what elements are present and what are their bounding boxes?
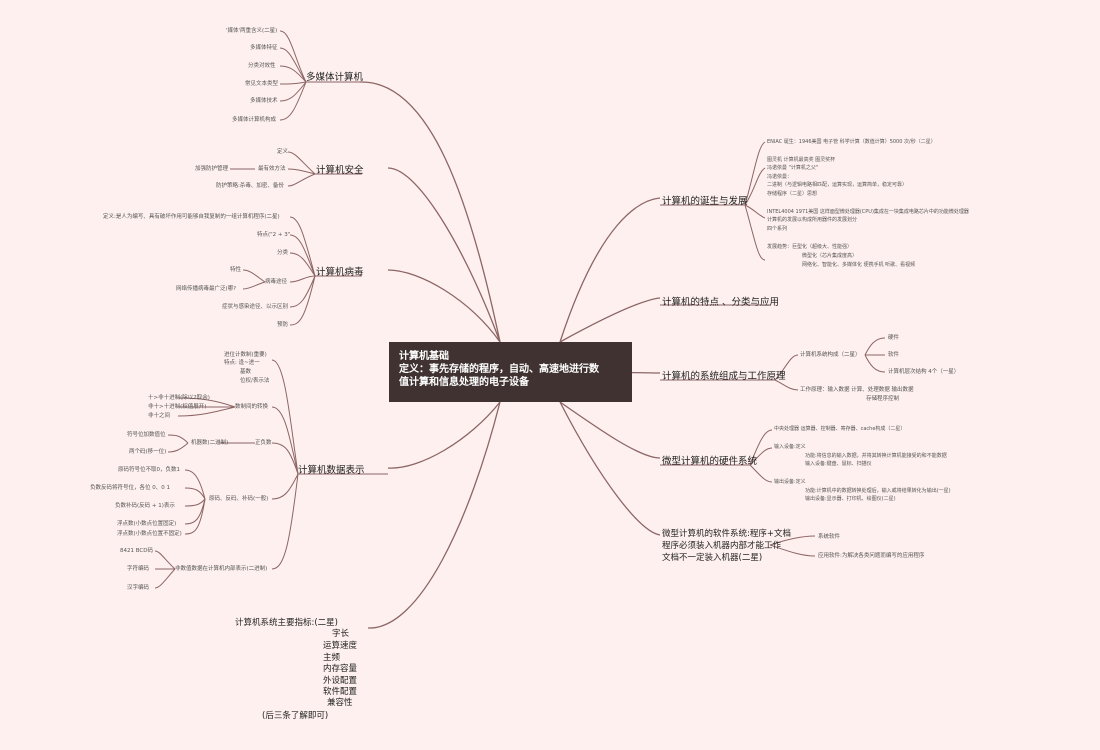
leaf-node[interactable]: 功能:计算机中的数据转换处理后，输入或将结果转化为输出(一星)	[805, 488, 951, 494]
leaf-node[interactable]: 输出设备:显示器、打印机、绘图仪(二星)	[805, 496, 896, 502]
leaf-node[interactable]: 常见文本类型	[245, 81, 279, 87]
leaf-node[interactable]: 发展趋势：巨型化（超级大、性能强）	[767, 244, 853, 250]
branch-features[interactable]: 计算机的特点 、分类与应用	[662, 297, 780, 308]
leaf-node[interactable]: 非十>十进制(权值展开)	[148, 404, 207, 410]
leaf-node[interactable]: 微型化（芯片集成度高）	[802, 253, 858, 259]
leaf-node[interactable]: 网络传播病毒最广泛(哪?	[176, 286, 237, 292]
indicator-item: 字长	[332, 629, 350, 639]
branch-virus[interactable]: 计算机病毒	[316, 267, 364, 278]
leaf-node[interactable]: 输出设备:定义	[774, 479, 806, 485]
center-title: 计算机基础	[399, 351, 449, 362]
leaf-node[interactable]: 定义	[277, 149, 289, 155]
leaf-node[interactable]: 系统软件	[818, 534, 841, 540]
leaf-node[interactable]: 汉字编码	[127, 585, 150, 591]
leaf-node[interactable]: 分类	[277, 250, 289, 256]
leaf-node[interactable]: 四个系列	[767, 226, 788, 232]
branch-software-line[interactable]: 程序必须装入机器内部才能工作	[662, 541, 782, 551]
leaf-node[interactable]: 加强防护管理	[195, 166, 229, 172]
leaf-node[interactable]: 多媒体特征	[250, 45, 278, 51]
leaf-node[interactable]: 8421 BCD码	[120, 548, 153, 554]
leaf-node[interactable]: 机器数(二进制)	[191, 440, 229, 446]
branch-birth-development[interactable]: 计算机的诞生与发展	[662, 196, 748, 207]
branch-system-composition[interactable]: 计算机的系统组成与工作原理	[662, 371, 786, 382]
leaf-node[interactable]: 预防	[277, 322, 289, 328]
leaf-node[interactable]: 存储程序控制	[866, 396, 900, 402]
leaf-node[interactable]: 网络化、智能化、多媒体化 便携手机 听歌、看视频	[802, 262, 916, 268]
leaf-node[interactable]: 分类对效性	[248, 63, 276, 69]
leaf-node[interactable]: 负数反码将符号位，各位 0、0 1	[90, 485, 170, 491]
leaf-node[interactable]: 浮点数(小数点位置不固定)	[117, 531, 182, 537]
leaf-node[interactable]: 存储程序（二星）思想	[767, 191, 818, 197]
leaf-node[interactable]: 进位计数制(重要)	[224, 352, 267, 358]
leaf-node[interactable]: 冯诺依曼：	[767, 174, 793, 180]
leaf-node[interactable]: 计算机层次结构 4个（一星）	[888, 369, 960, 375]
branch-security[interactable]: 计算机安全	[316, 165, 364, 176]
leaf-node[interactable]: 输入设备:键盘、鼠标、扫描仪	[805, 461, 872, 467]
leaf-node[interactable]: 图灵机 计算机最高奖 图灵奖杯	[767, 157, 836, 163]
branch-software-line[interactable]: 微型计算机的软件系统:程序+文档	[662, 529, 791, 539]
leaf-node[interactable]: 硬件	[888, 335, 900, 341]
leaf-node[interactable]: 计算机系统构成（二星）	[800, 352, 861, 358]
leaf-node[interactable]: 应用软件:为解决各类问题而编写的应用程序	[818, 553, 925, 559]
leaf-node[interactable]: 负数补码(反码 + 1)表示	[115, 503, 175, 509]
leaf-node[interactable]: 基数	[240, 369, 252, 375]
center-definition-line: 值计算和信息处理的电子设备	[399, 377, 529, 388]
leaf-node[interactable]: 十>非十进制(除以2取余)	[148, 395, 210, 401]
leaf-node[interactable]: 位权/表示法	[240, 378, 270, 384]
leaf-node[interactable]: 特点: 逢~进一	[224, 360, 260, 366]
leaf-node[interactable]: 浮点数(小数点位置固定)	[117, 521, 177, 527]
leaf-node[interactable]: 输入设备:定义	[774, 444, 806, 450]
indicator-item: 软件配置	[323, 687, 358, 697]
leaf-node[interactable]: 特点("2 + 3"	[257, 232, 291, 238]
leaf-node[interactable]: 特性	[230, 267, 242, 273]
leaf-node[interactable]: 正负数	[255, 440, 272, 446]
indicator-note: (后三条了解即可)	[262, 711, 329, 721]
leaf-node[interactable]: INTEL4004 1971美国 这样面型微处理器(CPU)集成在一块集成电路芯…	[767, 209, 969, 215]
leaf-node[interactable]: 冯诺依曼 "计算机之父"	[767, 165, 819, 171]
leaf-node[interactable]: 二进制（与逻辑电路相匹配，运算实现，运算简单，稳定可靠）	[767, 182, 908, 188]
leaf-node[interactable]: 原码、反码、补码(一般)	[209, 496, 269, 502]
leaf-node[interactable]: 数制间的转换	[235, 404, 269, 410]
branch-system-indicators[interactable]: 计算机系统主要指标:(二星)	[235, 618, 338, 628]
leaf-node[interactable]: 字符编码	[127, 566, 150, 572]
leaf-node[interactable]: 病毒途径	[265, 279, 288, 285]
branch-data-representation[interactable]: 计算机数据表示	[298, 465, 365, 476]
leaf-node[interactable]: 功能:将信息的输入数据，并将其转换计算机能接受的和不能数据	[805, 453, 947, 459]
indicator-item: 主频	[323, 653, 341, 663]
indicator-item: 运算速度	[323, 641, 358, 651]
leaf-node[interactable]: 计算机的发展以构成所用器件的发展划分	[767, 217, 858, 223]
leaf-node[interactable]: 多媒体技术	[250, 98, 278, 104]
center-definition-line: 定义：事先存储的程序，自动、高速地进行数	[399, 364, 599, 375]
leaf-node[interactable]: 中央处理器 运算器、控制器、寄存器、cache构成（二星）	[774, 426, 906, 432]
leaf-node[interactable]: 定义:是人为编写、具有破坏作用可能够自我复制的一组计算机程序(二星)	[103, 214, 280, 220]
branch-software-line[interactable]: 文档不一定装入机器(二星)	[662, 553, 763, 563]
leaf-node[interactable]: 原码符号位不取0，负数1	[118, 467, 180, 473]
leaf-node[interactable]: '媒体'两重含义(二星)	[226, 28, 278, 34]
indicator-item: 内存容量	[323, 664, 358, 674]
leaf-node[interactable]: 非数值数据在计算机内部表示(二进制)	[175, 566, 268, 572]
leaf-node[interactable]: 最有效方法	[258, 166, 286, 172]
leaf-node[interactable]: 两个码(移一位)	[129, 449, 167, 455]
leaf-node[interactable]: 防护策略:杀毒、加密、备份	[216, 183, 284, 189]
leaf-node[interactable]: 工作原理：输入数据 计算、处理数据 输出数据	[800, 387, 914, 393]
leaf-node[interactable]: ENIAC 诞生：1946美国 电子管 科学计算（数值计算）5000 次/秒（二…	[767, 139, 936, 145]
leaf-node[interactable]: 软件	[888, 352, 900, 358]
branch-multimedia[interactable]: 多媒体计算机	[306, 72, 364, 83]
indicator-item: 兼容性	[327, 698, 353, 708]
leaf-node[interactable]: 非十之间	[148, 413, 171, 419]
center-node[interactable]: 计算机基础 定义：事先存储的程序，自动、高速地进行数 值计算和信息处理的电子设备	[389, 342, 632, 402]
leaf-node[interactable]: 症状与感染途径、以示区别	[222, 304, 289, 310]
leaf-node[interactable]: 多媒体计算机构成	[232, 117, 277, 123]
branch-hardware[interactable]: 微型计算机的硬件系统	[662, 456, 758, 467]
leaf-node[interactable]: 符号位加数值位	[127, 432, 166, 438]
indicator-item: 外设配置	[323, 676, 358, 686]
